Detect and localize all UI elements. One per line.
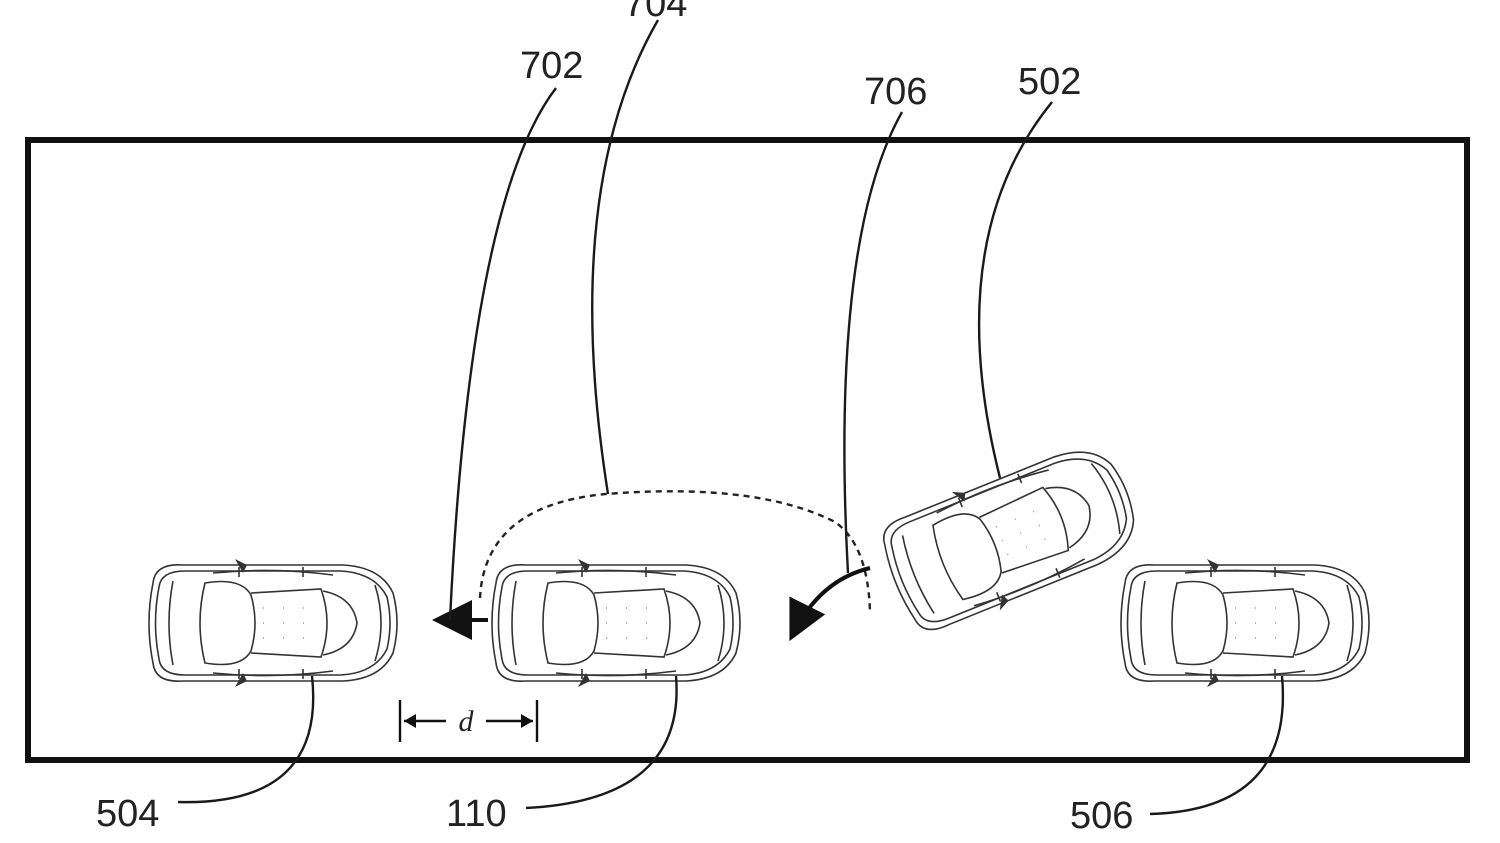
label-702: 702 (520, 45, 583, 87)
leader-704 (591, 19, 660, 495)
label-706: 706 (864, 71, 927, 113)
distance-label: d (459, 705, 475, 738)
leader-506 (1149, 675, 1285, 816)
trajectory-704 (478, 490, 872, 613)
label-110: 110 (446, 793, 507, 835)
label-502: 502 (1018, 61, 1081, 103)
car-110 (491, 558, 741, 688)
leader-502 (977, 101, 1053, 479)
car-506 (1120, 558, 1370, 688)
leader-504 (177, 675, 315, 804)
car-502 (871, 430, 1151, 644)
reverse-arrow-706 (789, 566, 871, 642)
leader-110 (525, 675, 678, 810)
label-506: 506 (1070, 795, 1133, 837)
leader-706 (843, 111, 904, 574)
label-704: 704 (624, 0, 687, 25)
parking-area-frame (25, 137, 1470, 763)
leader-702 (448, 87, 557, 621)
car-504 (148, 558, 398, 688)
distance-marker (398, 700, 539, 742)
label-504: 504 (96, 793, 159, 835)
